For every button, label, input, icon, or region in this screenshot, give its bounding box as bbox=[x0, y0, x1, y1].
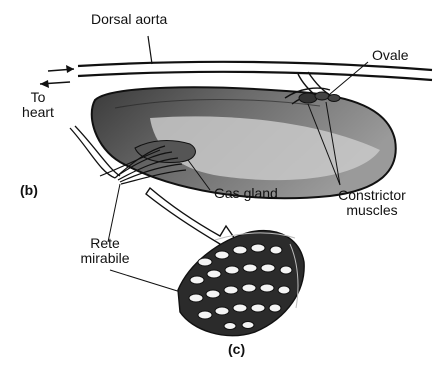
label-gas-gland: Gas gland bbox=[214, 186, 278, 201]
label-panel-b: (b) bbox=[20, 183, 38, 198]
label-constrictor-line1: Constrictor bbox=[322, 188, 422, 203]
label-rete-mirabile: Rete mirabile bbox=[70, 236, 140, 265]
label-rete-line1: Rete bbox=[70, 236, 140, 251]
label-panel-c: (c) bbox=[228, 342, 245, 357]
rete-mirabile-bundle bbox=[178, 231, 304, 336]
swim-bladder bbox=[92, 87, 396, 198]
label-constrictor-line2: muscles bbox=[322, 203, 422, 218]
label-dorsal-aorta: Dorsal aorta bbox=[91, 12, 167, 27]
label-constrictor-muscles: Constrictor muscles bbox=[322, 188, 422, 217]
flow-arrows bbox=[40, 65, 74, 88]
label-to-heart-line2: heart bbox=[18, 105, 58, 120]
label-to-heart-line1: To bbox=[18, 90, 58, 105]
label-to-heart: To heart bbox=[18, 90, 58, 119]
label-rete-line2: mirabile bbox=[70, 251, 140, 266]
label-ovale: Ovale bbox=[372, 48, 409, 63]
